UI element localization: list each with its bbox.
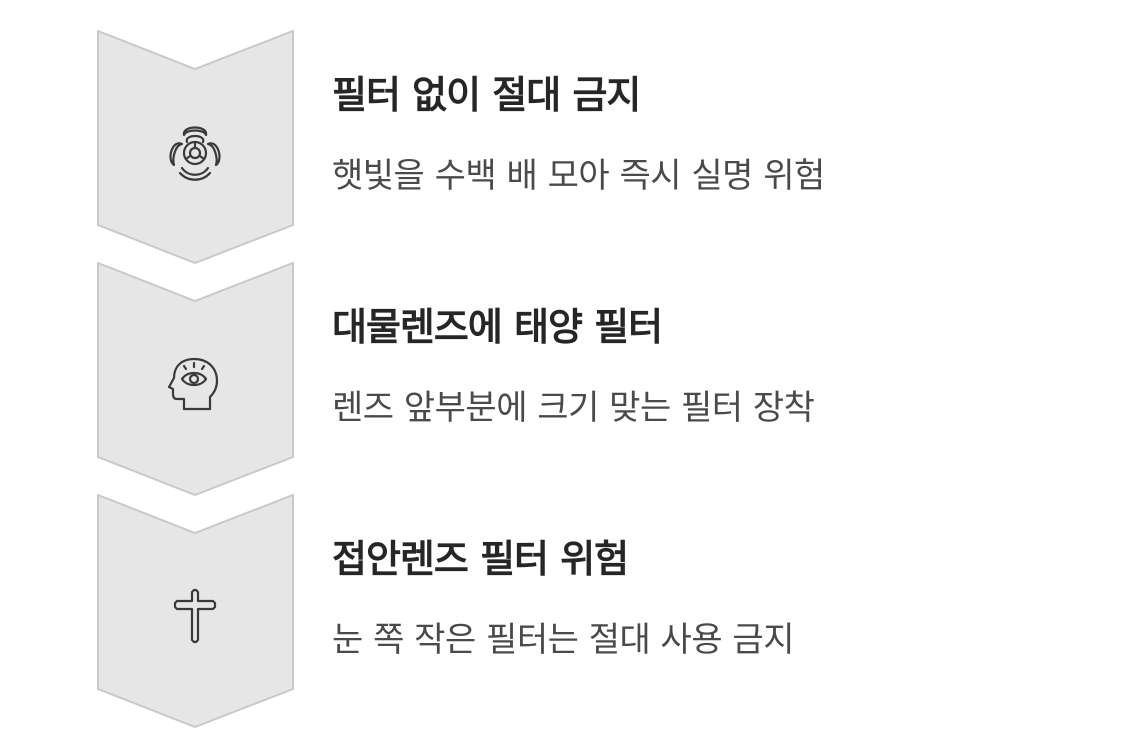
process-step: 대물렌즈에 태양 필터 렌즈 앞부분에 크기 맞는 필터 장착 xyxy=(0,262,1146,496)
process-step: 접안렌즈 필터 위험 눈 쪽 작은 필터는 절대 사용 금지 xyxy=(0,494,1146,728)
step-title: 필터 없이 절대 금지 xyxy=(332,73,641,117)
step-description: 렌즈 앞부분에 크기 맞는 필터 장착 xyxy=(332,388,815,428)
chevron-shape xyxy=(97,494,294,728)
cross-icon xyxy=(160,581,230,651)
process-step: 필터 없이 절대 금지 햇빛을 수백 배 모아 즉시 실명 위험 xyxy=(0,30,1146,264)
chevron-shape xyxy=(97,262,294,496)
biohazard-icon xyxy=(160,117,230,187)
step-title: 접안렌즈 필터 위험 xyxy=(332,537,629,581)
step-title: 대물렌즈에 태양 필터 xyxy=(332,305,663,349)
head-with-eye-icon xyxy=(160,349,230,419)
step-description: 눈 쪽 작은 필터는 절대 사용 금지 xyxy=(332,620,795,660)
step-description: 햇빛을 수백 배 모아 즉시 실명 위험 xyxy=(332,156,825,196)
